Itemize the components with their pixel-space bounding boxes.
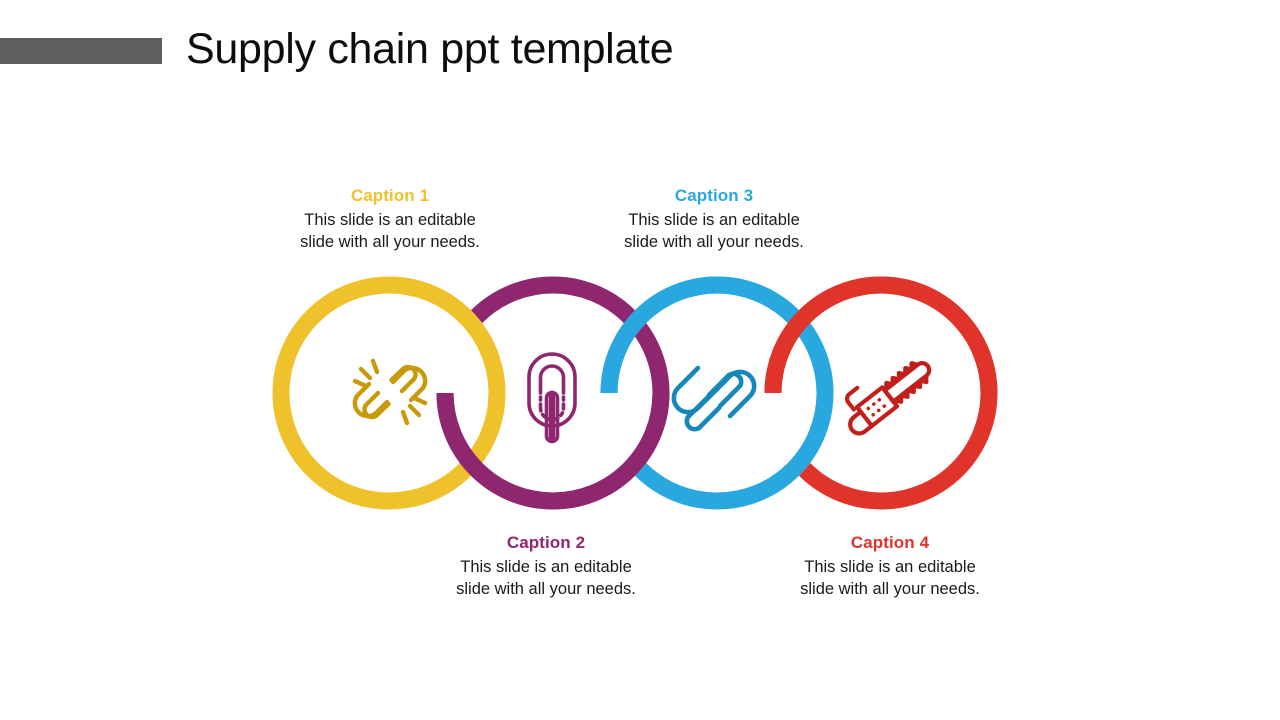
caption-1-body: This slide is an editable slide with all… xyxy=(300,211,480,252)
broken-chain-icon xyxy=(330,332,450,452)
ring-4-overlap xyxy=(764,276,998,393)
chain-link-vertical-icon xyxy=(492,332,612,452)
caption-1-title: Caption 1 xyxy=(350,186,430,205)
caption-2: Caption 2 This slide is an editable slid… xyxy=(396,532,696,601)
caption-2-title: Caption 2 xyxy=(506,533,586,552)
title-accent-bar xyxy=(0,38,162,64)
caption-2-body: This slide is an editable slide with all… xyxy=(456,558,636,599)
caption-3-body: This slide is an editable slide with all… xyxy=(624,211,804,252)
chain-link-connected-icon xyxy=(654,332,774,452)
caption-1: Caption 1 This slide is an editable slid… xyxy=(240,185,540,254)
caption-4: Caption 4 This slide is an editable slid… xyxy=(740,532,1040,601)
ring-1 xyxy=(272,276,506,510)
ring-2-overlap xyxy=(436,393,670,510)
caption-4-body: This slide is an editable slide with all… xyxy=(800,558,980,599)
caption-3: Caption 3 This slide is an editable slid… xyxy=(564,185,864,254)
caption-4-title: Caption 4 xyxy=(850,533,930,552)
caption-3-title: Caption 3 xyxy=(674,186,754,205)
ring-3-overlap xyxy=(600,276,834,393)
page-title: Supply chain ppt template xyxy=(186,25,674,73)
chainsaw-icon xyxy=(830,334,950,454)
